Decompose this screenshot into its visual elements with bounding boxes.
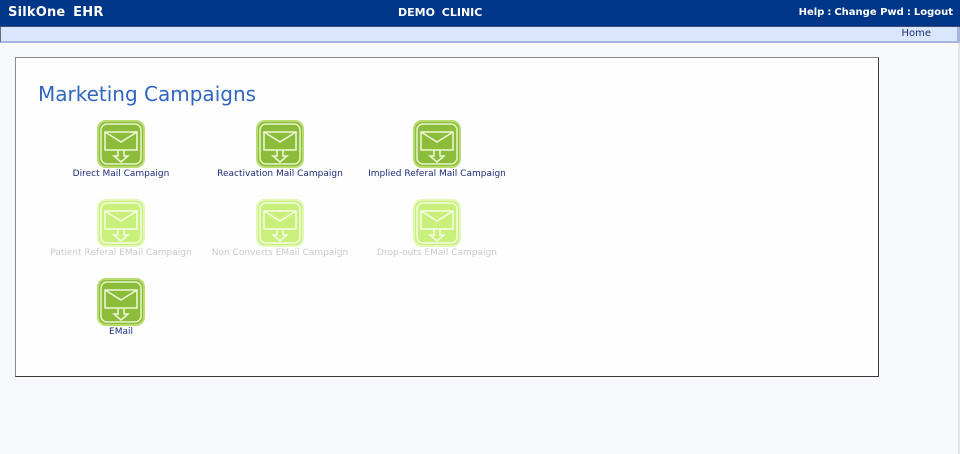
mail-download-icon <box>97 120 145 168</box>
campaign-drop-outs-email: Drop-outs EMail Campaign <box>352 199 522 258</box>
home-link[interactable]: Home <box>901 28 931 39</box>
mail-download-icon <box>413 120 461 168</box>
change-password-link[interactable]: Change Pwd <box>834 7 904 18</box>
campaign-label: Drop-outs EMail Campaign <box>377 248 497 258</box>
campaign-non-converts-email: Non Converts EMail Campaign <box>195 199 365 258</box>
campaign-label: Direct Mail Campaign <box>72 169 170 179</box>
mail-download-icon <box>256 120 304 168</box>
campaign-label: Patient Referal EMail Campaign <box>50 248 192 258</box>
campaign-label: EMail <box>109 327 133 337</box>
campaign-label: Implied Referal Mail Campaign <box>368 169 506 179</box>
page-scrollbar[interactable] <box>958 43 960 454</box>
mail-download-icon <box>97 278 145 326</box>
help-link[interactable]: Help <box>798 7 825 18</box>
mail-download-icon <box>413 199 461 247</box>
campaign-label: Non Converts EMail Campaign <box>211 248 349 258</box>
campaign-implied-referal-mail[interactable]: Implied Referal Mail Campaign <box>352 120 522 179</box>
campaign-direct-mail[interactable]: Direct Mail Campaign <box>36 120 206 179</box>
navigation-bar: Home <box>0 27 960 43</box>
clinic-name: DEMO CLINIC <box>398 6 483 19</box>
top-header-bar: SilkOne EHR DEMO CLINIC Help:Change Pwd:… <box>0 0 960 27</box>
campaign-email[interactable]: EMail <box>36 278 206 337</box>
campaign-label: Reactivation Mail Campaign <box>217 169 343 179</box>
header-links: Help:Change Pwd:Logout <box>799 7 953 18</box>
campaign-patient-referal-email: Patient Referal EMail Campaign <box>36 199 206 258</box>
marketing-campaigns-panel: Marketing Campaigns Direct Mail Campaign… <box>15 57 879 377</box>
campaign-reactivation-mail[interactable]: Reactivation Mail Campaign <box>195 120 365 179</box>
mail-download-icon <box>256 199 304 247</box>
logout-link[interactable]: Logout <box>913 7 953 18</box>
mail-download-icon <box>97 199 145 247</box>
page-title: Marketing Campaigns <box>38 82 257 106</box>
link-separator: : <box>827 7 832 18</box>
link-separator: : <box>906 7 911 18</box>
app-title: SilkOne EHR <box>8 5 104 20</box>
